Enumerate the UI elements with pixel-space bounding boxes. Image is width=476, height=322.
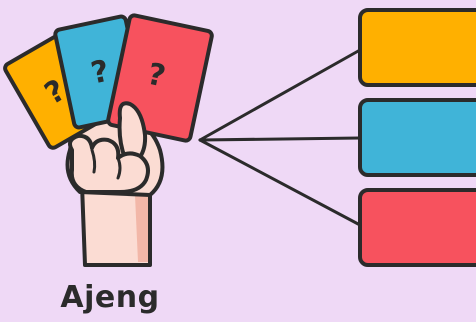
connector-line-3 xyxy=(198,138,362,227)
finger-lines xyxy=(90,148,122,180)
option-box-1 xyxy=(358,8,476,87)
hand-illustration: ? ? ? xyxy=(3,13,214,267)
thumb xyxy=(117,101,148,162)
arm-shade xyxy=(135,192,148,262)
connector-lines xyxy=(198,48,362,227)
option-box-2 xyxy=(358,98,476,177)
option-box-3 xyxy=(358,188,476,267)
person-name: Ajeng xyxy=(60,280,160,315)
connector-line-1 xyxy=(198,48,362,142)
connector-line-2 xyxy=(198,136,362,142)
